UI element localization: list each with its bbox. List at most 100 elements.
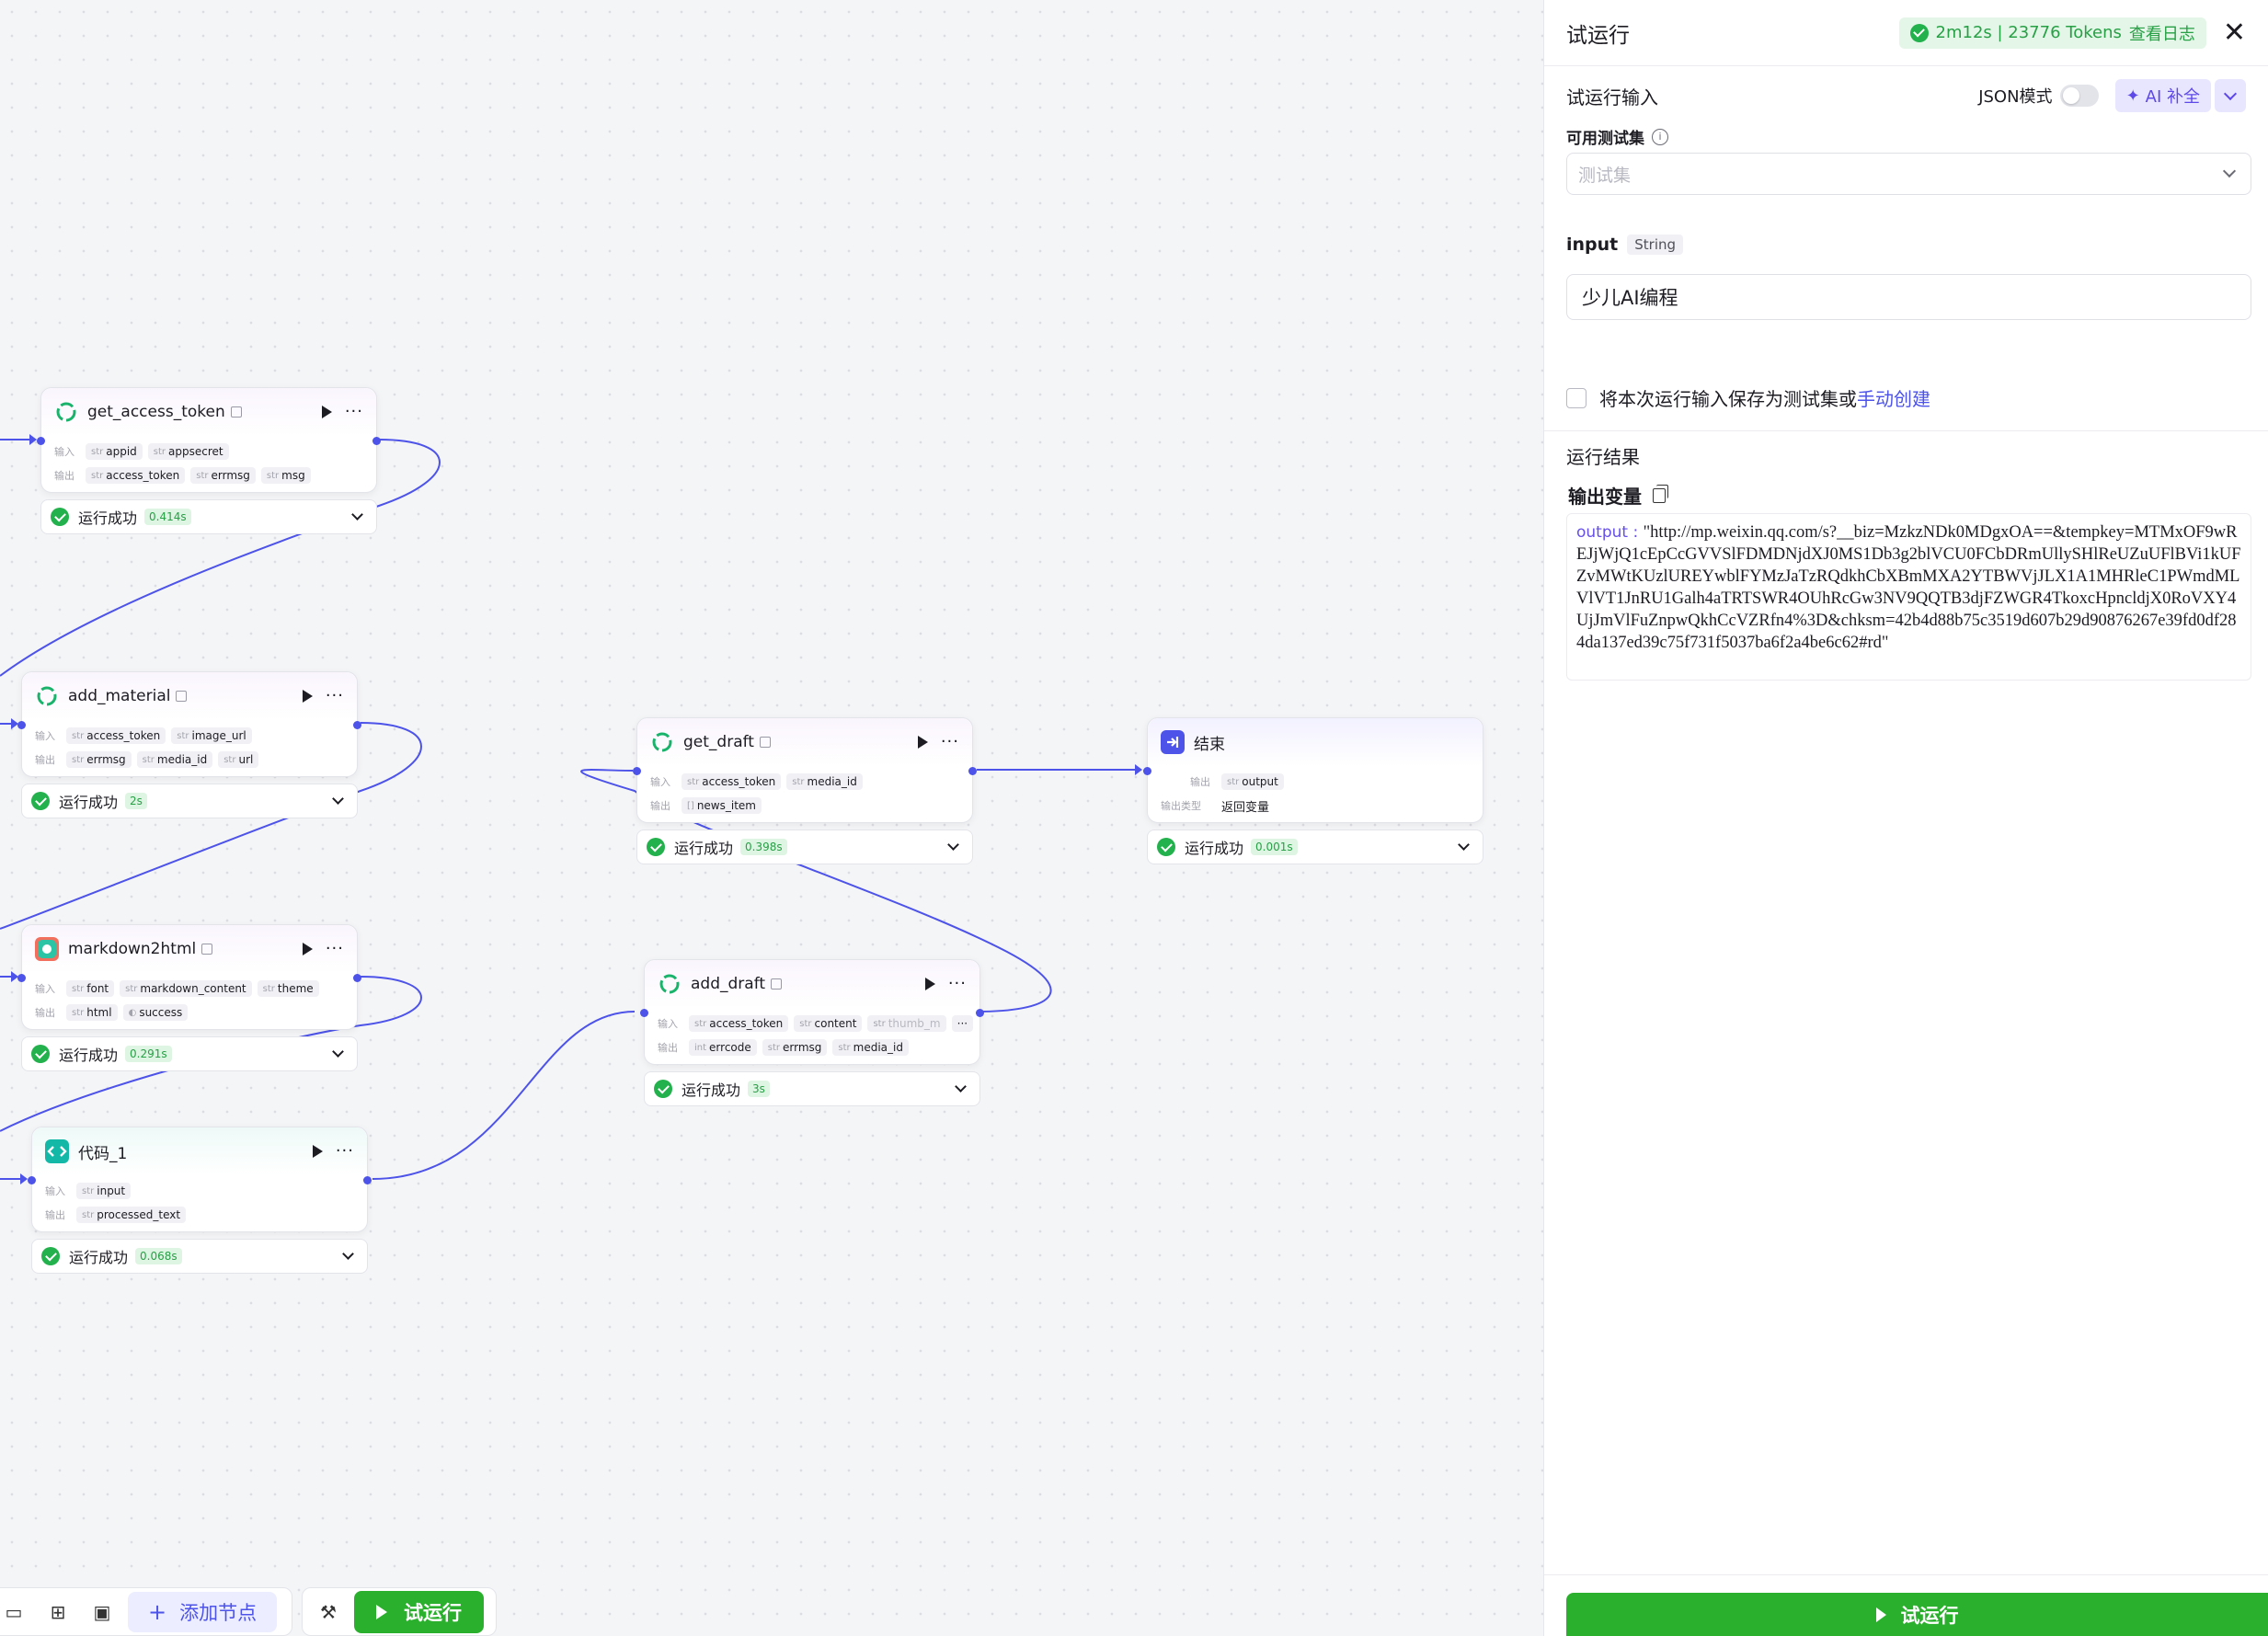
node-run-status[interactable]: 运行成功 3s [644, 1071, 980, 1106]
input-port[interactable] [17, 974, 26, 982]
minimap-icon[interactable]: ▣ [93, 1600, 111, 1623]
node-run-status[interactable]: 运行成功 0.068s [31, 1239, 368, 1274]
chevron-down-icon[interactable] [332, 1046, 344, 1058]
chevron-down-icon[interactable] [351, 509, 363, 521]
sparkle-icon: ✦ [2125, 86, 2140, 106]
layout-icon[interactable]: ⊞ [50, 1600, 66, 1623]
run-toolbar: ⚒ 试运行 [302, 1587, 497, 1636]
more-icon[interactable]: ··· [325, 939, 344, 958]
close-icon[interactable]: ✕ [2222, 16, 2246, 49]
output-label: 输出 [35, 1007, 55, 1019]
output-value: "http://mp.weixin.qq.com/s?__biz=MzkzNDk… [1576, 523, 2241, 652]
input-port[interactable] [640, 1009, 648, 1017]
output-port[interactable] [372, 437, 381, 445]
node-run-status[interactable]: 运行成功 0.414s [40, 499, 377, 534]
testset-label: 可用测试集 i [1566, 125, 1668, 148]
plugin-icon [35, 684, 59, 708]
node-run-status[interactable]: 运行成功 2s [21, 784, 358, 818]
comment-icon[interactable]: ▭ [5, 1600, 23, 1623]
more-icon[interactable]: ··· [947, 974, 967, 993]
output-port[interactable] [976, 1009, 984, 1017]
run-node-icon[interactable] [302, 690, 313, 703]
panel-test-run-button[interactable]: 试运行 [1566, 1593, 2268, 1636]
output-port[interactable] [968, 767, 977, 775]
input-port[interactable] [28, 1176, 36, 1184]
node-run-status[interactable]: 运行成功 0.398s [636, 829, 973, 864]
output-type-label: 输出类型 [1161, 800, 1201, 812]
plugin-badge-icon [230, 406, 242, 418]
output-port[interactable] [363, 1176, 372, 1184]
manual-create-link[interactable]: 手动创建 [1857, 388, 1930, 410]
node-title: add_material [68, 687, 171, 705]
panel-title: 试运行 [1566, 23, 1630, 48]
more-icon[interactable]: ··· [940, 732, 959, 751]
run-node-icon[interactable] [321, 406, 332, 418]
input-label: 输入 [35, 983, 55, 995]
input-port[interactable] [17, 721, 26, 729]
ai-complete-button[interactable]: ✦AI 补全 [2114, 79, 2211, 112]
view-log-link[interactable]: 查看日志 [2128, 24, 2195, 44]
run-node-icon[interactable] [924, 978, 935, 990]
chevron-down-icon[interactable] [1458, 839, 1470, 851]
node-run-status[interactable]: 运行成功 0.001s [1147, 829, 1483, 864]
input-label: 输入 [658, 1018, 678, 1030]
play-icon [376, 1604, 387, 1619]
run-node-icon[interactable] [917, 736, 928, 749]
node-title: 代码_1 [78, 1144, 128, 1163]
more-icon[interactable]: ··· [335, 1141, 354, 1161]
chevron-down-icon [2222, 164, 2237, 178]
chevron-down-icon[interactable] [955, 1081, 967, 1093]
json-mode-label: JSON模式 [1978, 87, 2053, 107]
info-icon[interactable]: i [1652, 128, 1668, 145]
output-port[interactable] [353, 974, 361, 982]
more-icon[interactable]: ··· [325, 686, 344, 705]
input-port[interactable] [1143, 767, 1151, 775]
wrench-icon[interactable]: ⚒ [320, 1600, 337, 1623]
save-testset-checkbox[interactable] [1566, 387, 1586, 408]
status-text: 运行成功 [674, 840, 734, 857]
chevron-down-icon[interactable] [332, 793, 344, 805]
input-field[interactable]: 少儿AI编程 [1566, 274, 2251, 320]
plugin-badge-icon [201, 944, 213, 955]
status-text: 运行成功 [682, 1081, 741, 1099]
add-node-button[interactable]: +添加节点 [128, 1591, 278, 1632]
input-port[interactable] [37, 437, 45, 445]
ai-complete-dropdown[interactable] [2215, 79, 2246, 112]
more-params-icon[interactable]: ··· [951, 1015, 974, 1032]
node-run-status[interactable]: 运行成功 0.291s [21, 1036, 358, 1071]
run-stat-badge[interactable]: 2m12s | 23776 Tokens 查看日志 [1898, 17, 2206, 49]
more-icon[interactable]: ··· [344, 402, 363, 421]
run-node-icon[interactable] [312, 1145, 323, 1158]
json-mode-toggle[interactable] [2059, 85, 2099, 107]
testset-select[interactable]: 测试集 [1566, 153, 2251, 195]
output-key: output [1576, 523, 1629, 542]
chevron-down-icon[interactable] [947, 839, 959, 851]
input-port[interactable] [633, 767, 641, 775]
run-node-icon[interactable] [302, 943, 313, 955]
copy-icon[interactable] [1653, 484, 1668, 503]
status-text: 运行成功 [1185, 840, 1244, 857]
output-port[interactable] [353, 721, 361, 729]
output-label: 输出 [45, 1209, 65, 1221]
test-run-button[interactable]: 试运行 [354, 1590, 484, 1633]
output-value-box[interactable]: output : "http://mp.weixin.qq.com/s?__bi… [1566, 513, 2251, 681]
type-badge: String [1627, 235, 1684, 255]
chevron-down-icon[interactable] [342, 1248, 354, 1260]
panel-footer [1544, 1574, 2268, 1636]
plugin-badge-icon [759, 737, 771, 748]
